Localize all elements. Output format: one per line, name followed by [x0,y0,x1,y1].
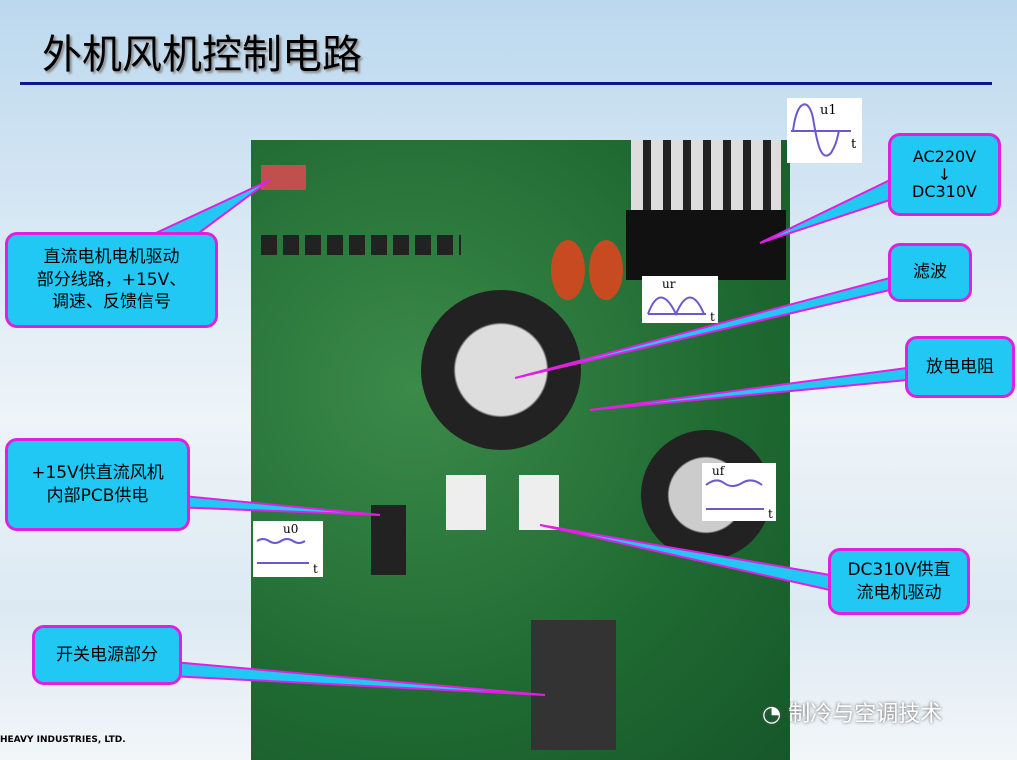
callout-rectifier: AC220V ↓ DC310V [888,133,1001,216]
svg-text:t: t [313,562,318,576]
connector-top [261,165,306,190]
callout-dc310-drive: DC310V供直 流电机驱动 [828,548,970,615]
waveform-u0: u0 t [253,521,323,577]
footer-logo: HEAVY INDUSTRIES, LTD. [0,735,126,745]
heatsink [631,140,781,210]
watermark: ◔ 制冷与空调技术 [762,696,942,728]
svg-text:uf: uf [712,464,726,478]
transformer [531,620,616,750]
svg-text:u0: u0 [283,522,298,536]
pointer-discharge [589,366,908,411]
waveform-uf: uf t [702,463,776,521]
capacitor-red-2 [589,240,623,300]
relay-chips [261,235,461,255]
waveform-ur: ur t [642,276,718,324]
connector-white-2 [519,475,559,530]
callout-dc-motor-drive-lines: 直流电机电机驱动 部分线路，+15V、 调速、反馈信号 [5,232,218,328]
svg-text:ur: ur [662,277,676,291]
slide-title: 外机风机控制电路 [42,32,362,78]
callout-discharge-resistor: 放电电阻 [905,336,1015,398]
pointer-smps [149,658,546,696]
waveform-u1: u1 t [787,98,862,163]
pointer-dc310 [539,524,831,592]
pcb-photo [251,140,790,760]
connector-black [371,505,406,575]
callout-filter: 滤波 [888,243,972,302]
svg-text:t: t [851,137,857,152]
bridge-rectifier [626,210,786,280]
callout-smps: 开关电源部分 [32,625,182,685]
capacitor-red-1 [551,240,585,300]
capacitor-main [421,290,581,450]
watermark-text: 制冷与空调技术 [788,702,943,727]
svg-text:t: t [710,310,715,323]
waveform-label: u1 [820,103,837,118]
callout-pcb-power: +15V供直流风机 内部PCB供电 [5,438,190,531]
svg-text:t: t [768,507,773,521]
connector-white-1 [446,475,486,530]
pointer-rectifier [759,178,891,244]
wechat-icon: ◔ [762,702,789,727]
title-divider [20,82,992,85]
